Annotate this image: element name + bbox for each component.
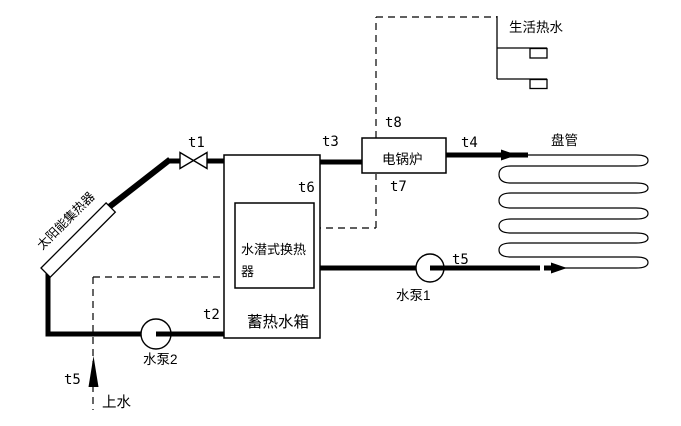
tap-assembly bbox=[496, 16, 548, 90]
valve-left-triangle bbox=[179, 151, 195, 170]
submerged-heat-exchanger bbox=[234, 202, 315, 289]
valve-right-triangle bbox=[192, 151, 208, 170]
tap-lower-icon bbox=[529, 78, 548, 90]
heat-exchanger-label-line2: 器 bbox=[241, 264, 254, 279]
electric-boiler-label: 电锅炉 bbox=[382, 152, 423, 167]
supply-water-up-arrow-icon bbox=[88, 356, 99, 387]
solar-collector bbox=[40, 201, 117, 279]
sensor-t2-label: t2 bbox=[203, 307, 220, 323]
flow-arrow-coil-end-icon bbox=[551, 262, 567, 274]
sensor-t4-label: t4 bbox=[461, 135, 478, 151]
sensor-t3-label: t3 bbox=[322, 134, 339, 150]
storage-tank-label: 蓄热水箱 bbox=[247, 313, 309, 331]
pump-1-label: 水泵1 bbox=[396, 288, 431, 303]
flow-arrow-to-coil-icon bbox=[501, 149, 517, 161]
sensor-t5-coil-label: t5 bbox=[452, 252, 469, 268]
sensor-t8-label: t8 bbox=[385, 115, 402, 131]
domestic-water-dashed-pipes bbox=[92, 16, 497, 410]
heat-exchanger-label-line1: 水潜式换热 bbox=[241, 242, 306, 257]
valve bbox=[179, 151, 208, 170]
sensor-t1-label: t1 bbox=[188, 135, 205, 151]
sensor-t7-label: t7 bbox=[390, 179, 407, 195]
tap-upper-icon bbox=[529, 47, 548, 59]
sensor-t5-supply-label: t5 bbox=[64, 372, 81, 388]
heating-coil bbox=[498, 154, 649, 269]
pump-2-label: 水泵2 bbox=[143, 352, 178, 367]
supply-water-label: 上水 bbox=[102, 394, 131, 411]
collector-riser-pipe bbox=[102, 157, 172, 214]
electric-boiler bbox=[361, 137, 447, 174]
domestic-hot-water-label: 生活热水 bbox=[509, 20, 563, 35]
heating-coil-label: 盘管 bbox=[551, 132, 578, 148]
sensor-t6-label: t6 bbox=[298, 180, 315, 196]
